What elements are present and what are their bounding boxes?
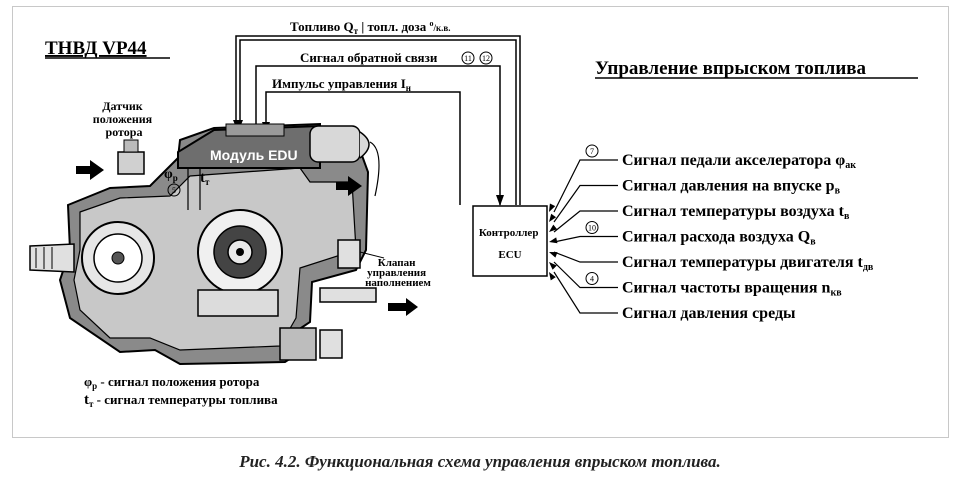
signal-num-circle — [585, 221, 599, 234]
drive-shaft-wheel — [81, 221, 155, 295]
feedback-num1-circle — [461, 51, 475, 65]
signal-num: 4 — [590, 275, 594, 284]
signal-line — [553, 159, 618, 213]
signal-label: Сигнал температуры воздуха tв — [622, 203, 850, 222]
fuel-return-arrow — [336, 176, 362, 196]
sensor-label: Датчик положения ротора — [93, 99, 155, 139]
signal-label: Сигнал давления на впуске pв — [622, 178, 841, 197]
high-pressure-outlet — [319, 287, 418, 316]
signal-arrow — [549, 213, 557, 222]
control-title: Управление впрыском топлива — [595, 58, 867, 79]
ecu-label: Контроллер ECU — [479, 227, 541, 261]
valve-label: Клапан управления наполнением — [365, 257, 431, 289]
signal-label: Сигнал давления среды — [622, 305, 796, 322]
fill-control-valve — [337, 239, 385, 269]
signal-arrow — [549, 203, 556, 212]
signal-arrow — [549, 224, 558, 232]
legend-rotor: φр - сигнал положения ротора — [84, 374, 260, 391]
feedback-num1: 11 — [464, 54, 472, 63]
phi-num-circle — [167, 183, 181, 197]
feedback-num2: 12 — [482, 54, 490, 63]
phi-label: φр — [164, 167, 178, 183]
signal-line — [553, 210, 618, 233]
signal-line — [553, 184, 618, 223]
phi-num: 5 — [172, 186, 176, 195]
rotor-sensor — [117, 139, 145, 175]
t-label: tт — [200, 170, 210, 187]
signal-label: Сигнал педали акселератора φак — [622, 152, 856, 171]
signal-line — [553, 235, 618, 243]
drive-shaft — [29, 243, 75, 273]
pump-title: ТНВД VP44 — [45, 38, 147, 59]
solenoid-valve — [309, 125, 380, 197]
feedback-label: Сигнал обратной связи — [300, 50, 438, 65]
distributor-rotor — [197, 209, 283, 295]
signal-line — [553, 251, 618, 263]
signal-num-circle — [585, 144, 599, 158]
metering-assembly — [197, 289, 343, 361]
signal-label: Сигнал частоты вращения nкв — [622, 280, 842, 299]
edu-module — [177, 123, 321, 169]
fuel-line-label: Топливо Qт | топл. доза o/к.в. — [290, 19, 451, 36]
impulse-label: Импульс управления Iн — [272, 76, 411, 93]
signal-arrow — [549, 252, 558, 258]
signal-num: 10 — [588, 224, 596, 233]
signal-arrow — [549, 272, 556, 281]
ecu-box — [472, 205, 548, 277]
signal-arrow — [549, 262, 557, 270]
signal-num-circle — [585, 272, 599, 285]
signal-label: Сигнал расхода воздуха Qв — [622, 229, 816, 248]
signal-num: 7 — [590, 147, 594, 156]
signal-arrow — [549, 237, 558, 244]
figure-caption: Рис. 4.2. Функциональная схема управлени… — [239, 452, 721, 471]
legend-fuel-temp: tт - сигнал температуры топлива — [84, 392, 278, 409]
edu-module-label: Модуль EDU — [210, 147, 298, 163]
feedback-line — [255, 65, 504, 206]
fuel-inlet-arrow — [76, 160, 104, 180]
signal-line — [553, 261, 618, 289]
signal-line — [553, 271, 618, 314]
signal-label: Сигнал температуры двигателя tдв — [622, 254, 874, 273]
feedback-num2-circle — [479, 51, 493, 65]
